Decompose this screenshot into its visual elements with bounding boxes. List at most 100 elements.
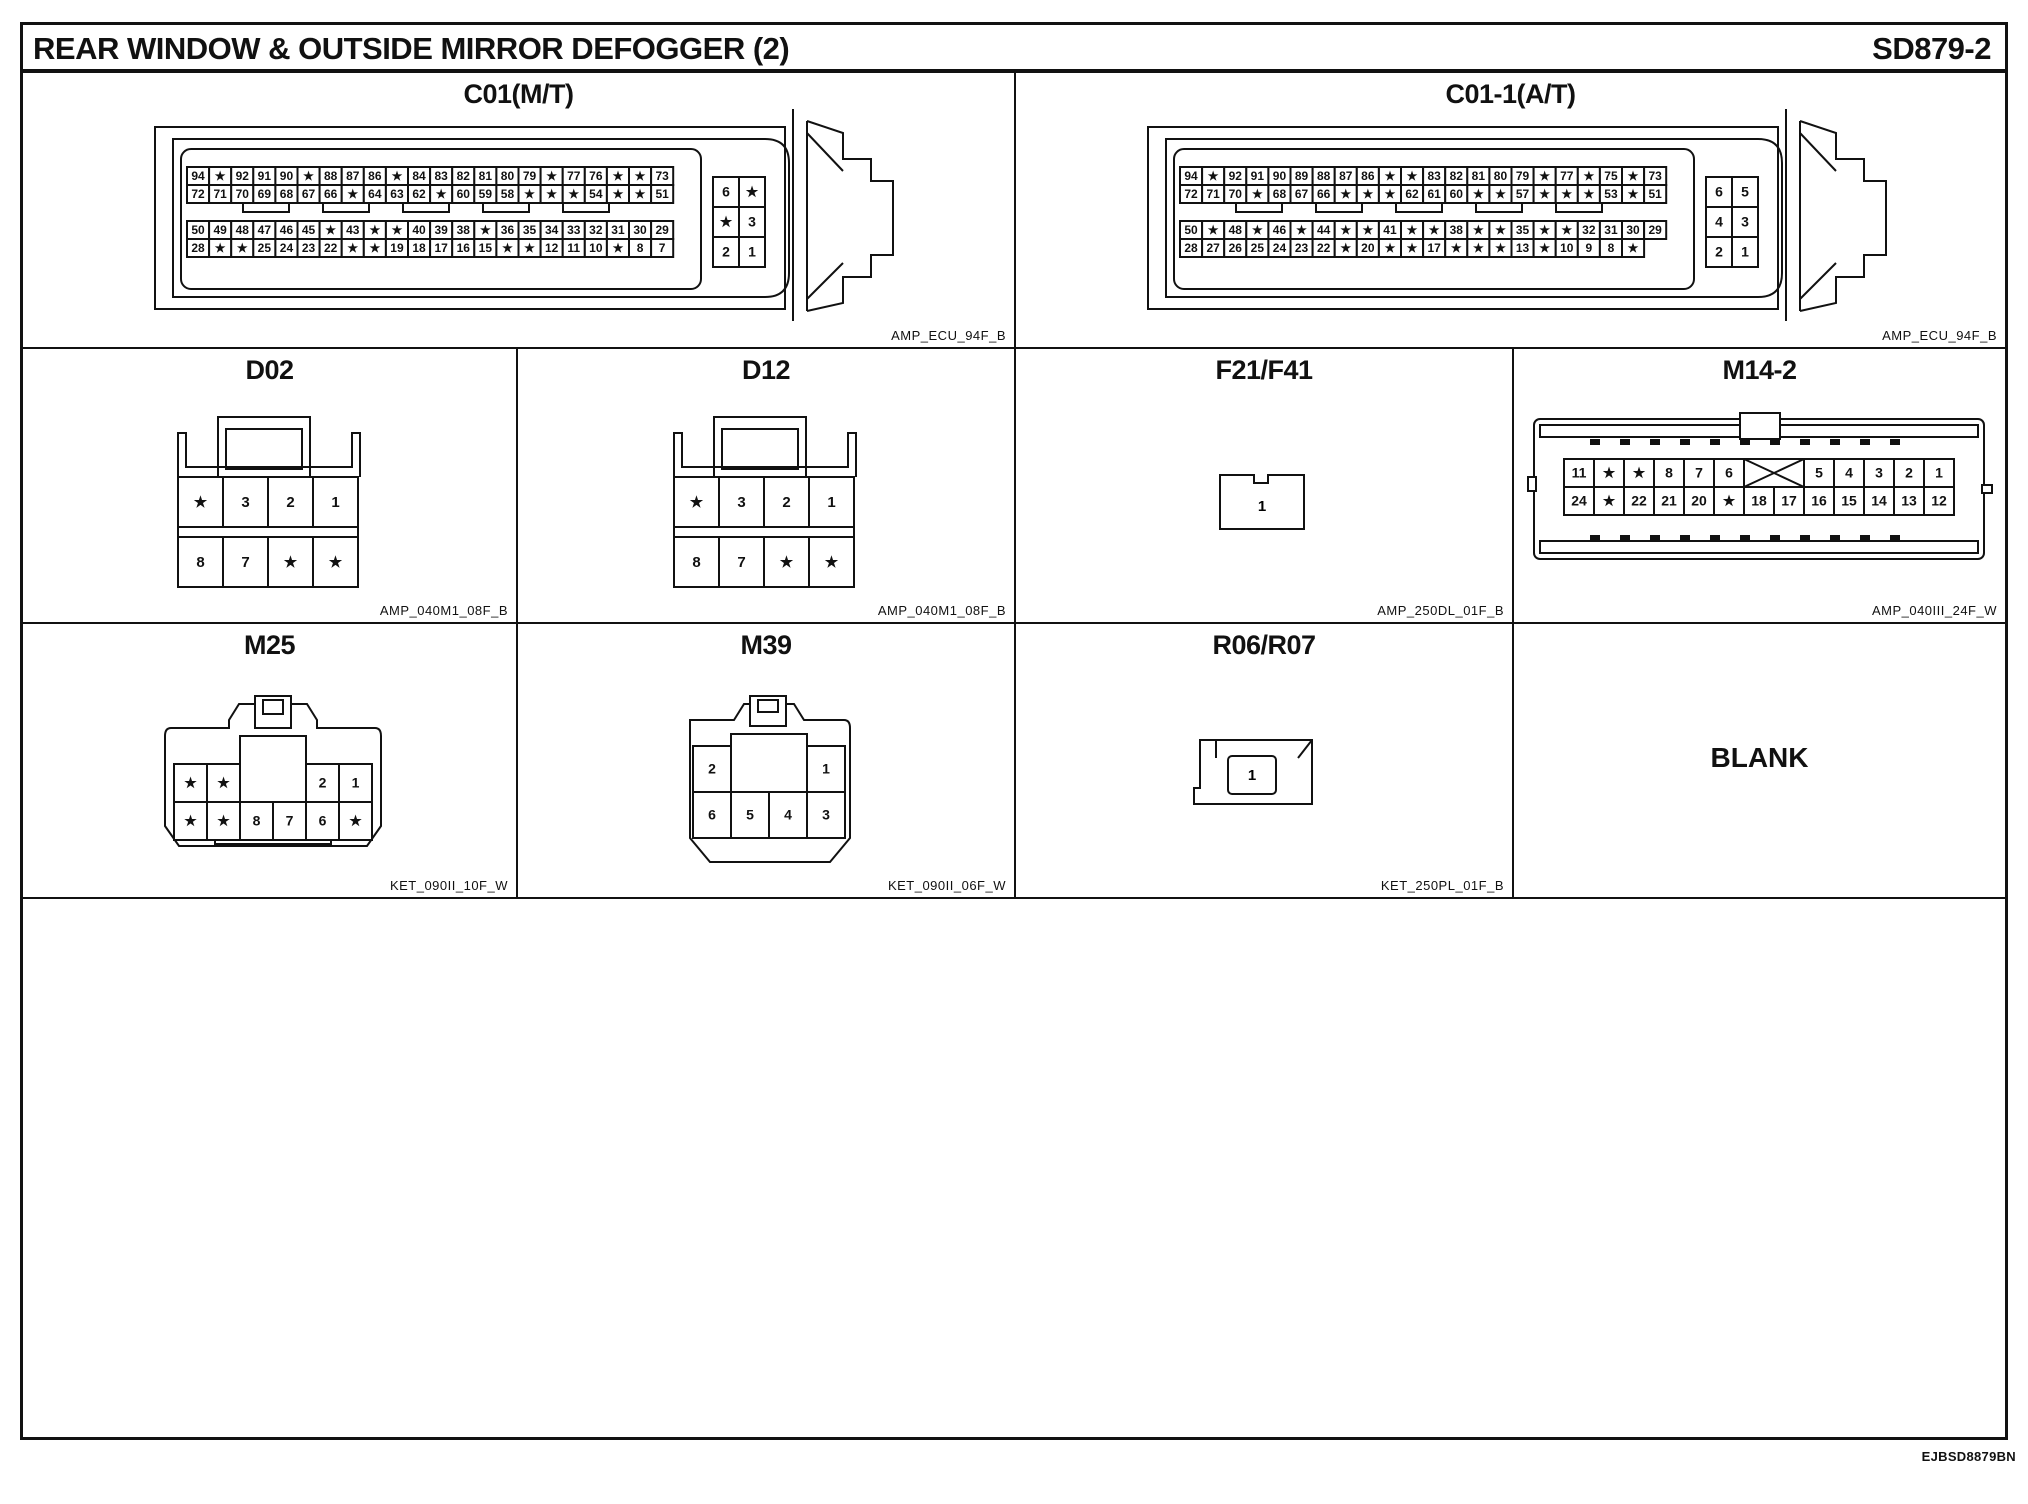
pin-label: 39: [434, 223, 448, 237]
pin-label: 26: [1229, 241, 1243, 255]
pin-label: 27: [1206, 241, 1220, 255]
ecu-key-slot: [1555, 202, 1603, 213]
pin-label: 67: [302, 187, 316, 201]
cell-blank: BLANK: [1514, 624, 2005, 899]
pin-label: ★: [1340, 187, 1351, 201]
connector-f21: 1: [1219, 474, 1305, 530]
pin-label: 24: [280, 241, 294, 255]
pin-label: ★: [349, 813, 362, 829]
pin-cavity: [1643, 184, 1668, 204]
connector-side-tab: [1981, 484, 1993, 494]
connector-ears: [177, 432, 361, 477]
pin-label: 1: [822, 761, 830, 777]
pin-label: 16: [457, 241, 471, 255]
connector-spec: AMP_040M1_08F_B: [379, 603, 508, 618]
pin-label: 3: [241, 494, 249, 511]
connector-spec: AMP_ECU_94F_B: [891, 328, 1006, 343]
pin-label: ★: [635, 187, 646, 201]
pin-label: 75: [1604, 169, 1618, 183]
connector-divider: [177, 526, 359, 538]
pin-label: 41: [1383, 223, 1397, 237]
pin-label: 4: [1715, 214, 1723, 230]
rail-notch: [1710, 439, 1720, 445]
pin-label: ★: [1208, 223, 1219, 237]
pin-label: 83: [1427, 169, 1441, 183]
pin-label: 6: [722, 184, 730, 200]
pin-cavity: [1683, 486, 1715, 516]
page-code: SD879-2: [1872, 31, 1991, 66]
pin-label: 6: [319, 813, 327, 829]
pin-cavity: [1743, 486, 1775, 516]
pin-label: 35: [523, 223, 537, 237]
pin-label: 21: [1661, 493, 1677, 509]
rail-notch: [1650, 439, 1660, 445]
pin-label: 1: [827, 494, 835, 511]
pin-label: 33: [567, 223, 581, 237]
pin-label: 43: [346, 223, 360, 237]
pin-label: 32: [589, 223, 603, 237]
pin-label: 1: [331, 494, 339, 511]
pin-label: ★: [436, 187, 447, 201]
pin-label: 13: [1901, 493, 1917, 509]
pin-label: ★: [1495, 241, 1506, 255]
pin-label: 48: [1229, 223, 1243, 237]
pin-cavity: [673, 536, 720, 588]
pin-label: ★: [480, 223, 491, 237]
connector-label: C01(M/T): [463, 79, 575, 109]
pin-label: 2: [708, 761, 716, 777]
pin-cavity: [1563, 486, 1595, 516]
pin-cavity: [650, 238, 675, 258]
pin-label: ★: [546, 169, 557, 183]
pin-label: 60: [457, 187, 471, 201]
pin-cavity: [808, 536, 855, 588]
pin-cavity: [305, 763, 340, 803]
pin-label: 73: [655, 169, 669, 183]
pin-label: 29: [1648, 223, 1662, 237]
ecu-housing: [154, 126, 786, 310]
pin-label: 66: [1317, 187, 1331, 201]
pin-label: 10: [589, 241, 603, 255]
pin-label: 13: [1516, 241, 1530, 255]
pin-label: ★: [1539, 187, 1550, 201]
pin-label: ★: [1362, 223, 1373, 237]
pin-label: 34: [545, 223, 559, 237]
pin-label: 2: [286, 494, 294, 511]
pin-label: 87: [346, 169, 360, 183]
pin-cavity: [1833, 486, 1865, 516]
pin-label: ★: [215, 241, 226, 255]
pin-label: 9: [1586, 241, 1593, 255]
pin-label: 84: [412, 169, 426, 183]
rail-notch: [1890, 439, 1900, 445]
pin-label: 6: [1715, 184, 1723, 200]
pin-label: ★: [613, 169, 624, 183]
rail-notch: [1770, 439, 1780, 445]
ecu-key-slot: [322, 202, 370, 213]
pin-cavity: [1731, 236, 1759, 268]
ecu-housing: [1147, 126, 1779, 310]
pin-label: ★: [392, 223, 403, 237]
pin-label: 38: [1450, 223, 1464, 237]
pin-label: ★: [392, 169, 403, 183]
pin-label: 15: [479, 241, 493, 255]
pin-label: ★: [1603, 493, 1616, 509]
pin-cavity: [1731, 206, 1759, 238]
pin-label: 5: [1815, 465, 1823, 481]
pin-label: ★: [184, 813, 197, 829]
pin-label: ★: [720, 214, 733, 230]
pin-label: ★: [1583, 187, 1594, 201]
rail-notch: [1800, 535, 1810, 541]
center-key: [730, 733, 808, 792]
pin-label: 18: [412, 241, 426, 255]
pin-label: ★: [217, 775, 230, 791]
pin-label: 45: [302, 223, 316, 237]
pin-label: 68: [280, 187, 294, 201]
rail-notch: [1890, 535, 1900, 541]
pin-cavity: [650, 184, 675, 204]
connector-spec: KET_090II_10F_W: [389, 878, 508, 893]
pin-label: 8: [637, 241, 644, 255]
connector-label: M25: [243, 630, 296, 660]
rail-notch: [1590, 439, 1600, 445]
